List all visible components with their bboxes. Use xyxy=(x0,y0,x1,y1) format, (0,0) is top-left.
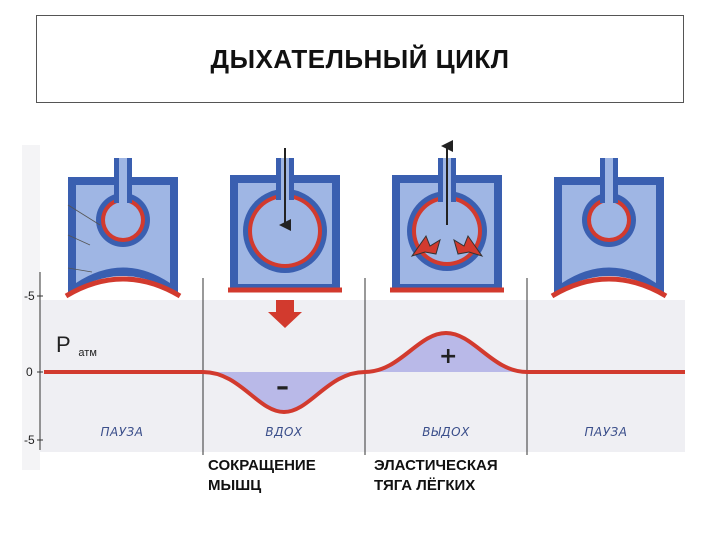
y-tick-zero: 0 xyxy=(26,365,33,379)
caption-elastic-recoil: ЭЛАСТИЧЕСКАЯ ТЯГА ЛЁГКИХ xyxy=(374,456,498,496)
phase-label-inhale: ВДОХ xyxy=(265,425,303,439)
diaphragm xyxy=(64,276,182,299)
phase-label-pause-2: ПАУЗА xyxy=(585,425,628,439)
exhale-positive-area xyxy=(365,333,527,372)
title-box: ДЫХАТЕЛЬНЫЙ ЦИКЛ xyxy=(36,15,684,103)
phase-dividers xyxy=(202,278,528,455)
elastic-recoil-arrow-left-icon xyxy=(410,234,441,257)
phase-label-exhale: ВЫДОХ xyxy=(422,425,470,439)
trachea-lumen xyxy=(605,158,613,206)
muscle-contraction-arrow-icon xyxy=(268,300,302,328)
plus-sign: + xyxy=(439,344,457,369)
caption-muscle-line-1: СОКРАЩЕНИЕ xyxy=(208,457,316,474)
y-tick-top: -5 xyxy=(24,289,35,303)
pressure-curve xyxy=(44,330,685,415)
leader-line xyxy=(67,204,101,226)
chamber-pause-1 xyxy=(64,158,182,299)
caption-elastic-line-2: ТЯГА ЛЁГКИХ xyxy=(374,477,476,494)
caption-elastic-line-1: ЭЛАСТИЧЕСКАЯ xyxy=(374,457,498,474)
elastic-recoil-arrow-right-icon xyxy=(453,234,484,257)
y-axis xyxy=(37,272,43,450)
caption-muscle-line-2: МЫШЦ xyxy=(208,477,262,494)
inhale-negative-area xyxy=(203,372,365,412)
lung-inner xyxy=(252,198,318,264)
pressure-symbol: P xyxy=(56,332,70,357)
phase-label-pause-1: ПАУЗА xyxy=(101,425,144,439)
chamber-pause-2 xyxy=(550,158,668,299)
trachea-lumen xyxy=(119,158,127,206)
minus-sign: – xyxy=(276,372,289,402)
pressure-subscript: атм xyxy=(78,347,96,359)
leader-line xyxy=(67,267,93,273)
leader-line xyxy=(67,234,91,246)
y-tick-bottom: -5 xyxy=(24,433,35,447)
caption-muscle-contraction: СОКРАЩЕНИЕ МЫШЦ xyxy=(208,456,316,496)
pressure-label: P атм xyxy=(56,332,97,359)
chamber-inhale xyxy=(228,148,342,328)
lung-inner xyxy=(591,202,627,238)
left-strip xyxy=(22,145,40,470)
lung-inner xyxy=(105,202,141,238)
page-title: ДЫХАТЕЛЬНЫЙ ЦИКЛ xyxy=(210,43,510,74)
chamber-exhale xyxy=(390,140,504,293)
diaphragm xyxy=(550,276,668,299)
graph-panel xyxy=(40,300,685,452)
